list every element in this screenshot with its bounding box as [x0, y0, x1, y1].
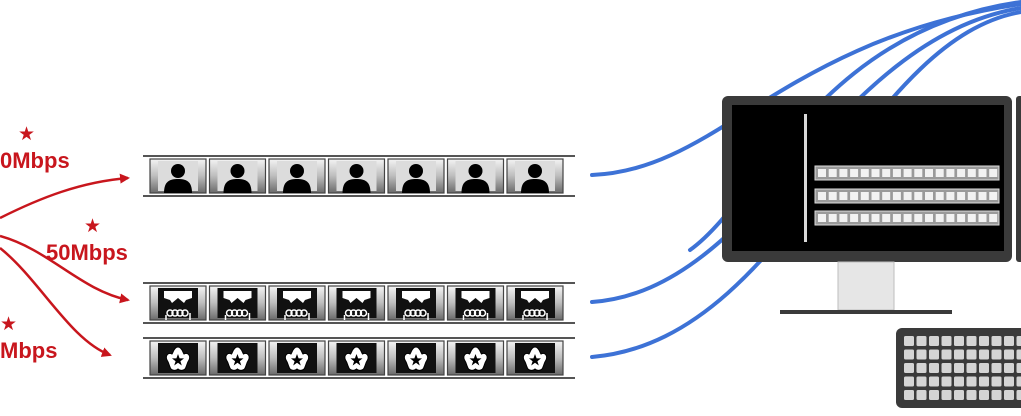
keyboard-key: [954, 363, 964, 373]
keyboard-key: [1004, 349, 1014, 360]
timeline-track: [814, 210, 1000, 226]
keyboard-key: [941, 363, 952, 373]
timeline-track: [814, 188, 1000, 204]
film-frame: [506, 285, 564, 321]
keyboard-key: [954, 376, 964, 387]
film-frame: [506, 158, 564, 194]
star-top: ★: [18, 123, 35, 145]
rate-label-middle: 50Mbps: [46, 240, 128, 265]
keyboard-key: [991, 390, 1002, 400]
keyboard-key: [966, 376, 977, 387]
keyboard-key: [929, 376, 939, 387]
rate-label-bottom: Mbps: [0, 338, 57, 363]
keyboard-key: [991, 349, 1002, 360]
film-frame: [208, 340, 267, 376]
keyboard-key: [979, 390, 989, 400]
keyboard-key: [916, 336, 927, 346]
film-frame: [208, 158, 267, 194]
keyboard-key: [916, 349, 927, 360]
film-frame: [149, 158, 207, 194]
rate-label-top: 0Mbps: [0, 148, 70, 173]
keyboard-key: [1004, 376, 1014, 387]
film-frame: [327, 158, 386, 194]
keyboard-key: [904, 336, 914, 346]
keyboard-key: [991, 336, 1002, 346]
desktop-monitor-icon: [722, 96, 1021, 314]
keyboard-key: [916, 390, 927, 400]
film-frame: [268, 285, 326, 321]
keyboard-key: [954, 336, 964, 346]
keyboard-key: [966, 349, 977, 360]
keyboard-icon: [896, 328, 1021, 408]
keyboard-key: [1016, 349, 1021, 360]
keyboard-key: [904, 363, 914, 373]
film-frame: [387, 340, 445, 376]
film-strip-bottom: [143, 337, 575, 379]
film-frame: [506, 340, 564, 376]
keyboard-key: [941, 376, 952, 387]
timeline-track: [814, 165, 1000, 181]
star-bottom: ★: [0, 313, 17, 335]
keyboard-key: [966, 390, 977, 400]
keyboard-key: [966, 363, 977, 373]
keyboard-key: [1016, 376, 1021, 387]
film-frame: [327, 285, 386, 321]
keyboard-key: [904, 376, 914, 387]
keyboard-key: [929, 336, 939, 346]
film-frame: [446, 285, 505, 321]
film-strip-middle: [143, 282, 575, 324]
keyboard-key: [916, 363, 927, 373]
screen-divider: [804, 114, 807, 242]
arrow-to-middle-strip: [0, 234, 130, 304]
keyboard-key: [1016, 390, 1021, 400]
film-frame: [268, 340, 326, 376]
keyboard-key: [979, 336, 989, 346]
film-frame: [387, 158, 445, 194]
film-strip-top: [143, 155, 575, 197]
keyboard-key: [991, 376, 1002, 387]
keyboard-key: [941, 336, 952, 346]
film-frame: [446, 158, 505, 194]
keyboard-key: [1004, 363, 1014, 373]
keyboard-key: [904, 390, 914, 400]
film-frame: [208, 285, 267, 321]
keyboard-keys: [904, 336, 1021, 400]
keyboard-key: [979, 363, 989, 373]
film-frame: [149, 285, 207, 321]
second-monitor-edge: [1016, 96, 1021, 262]
keyboard-key: [966, 336, 977, 346]
keyboard-key: [1004, 390, 1014, 400]
keyboard-key: [979, 376, 989, 387]
keyboard-key: [929, 390, 939, 400]
film-frame: [268, 158, 326, 194]
keyboard-key: [916, 376, 927, 387]
film-frame: [387, 285, 445, 321]
film-frame: [327, 340, 386, 376]
keyboard-key: [904, 349, 914, 360]
red-arrows: [0, 173, 130, 357]
keyboard-key: [941, 390, 952, 400]
monitor-stand: [837, 261, 895, 311]
keyboard-key: [954, 390, 964, 400]
keyboard-key: [929, 349, 939, 360]
screen-timeline-tracks: [814, 165, 1000, 226]
arrow-to-top-strip: [0, 173, 130, 220]
keyboard-key: [1016, 336, 1021, 346]
film-frame: [149, 340, 207, 376]
keyboard-key: [954, 349, 964, 360]
keyboard-key: [1004, 336, 1014, 346]
keyboard-key: [929, 363, 939, 373]
monitor-base: [780, 310, 952, 314]
keyboard-key: [991, 363, 1002, 373]
star-middle: ★: [84, 215, 101, 237]
film-frame: [446, 340, 505, 376]
arrow-to-bottom-strip: [0, 247, 112, 357]
keyboard-key: [979, 349, 989, 360]
keyboard-key: [1016, 363, 1021, 373]
keyboard-key: [941, 349, 952, 360]
